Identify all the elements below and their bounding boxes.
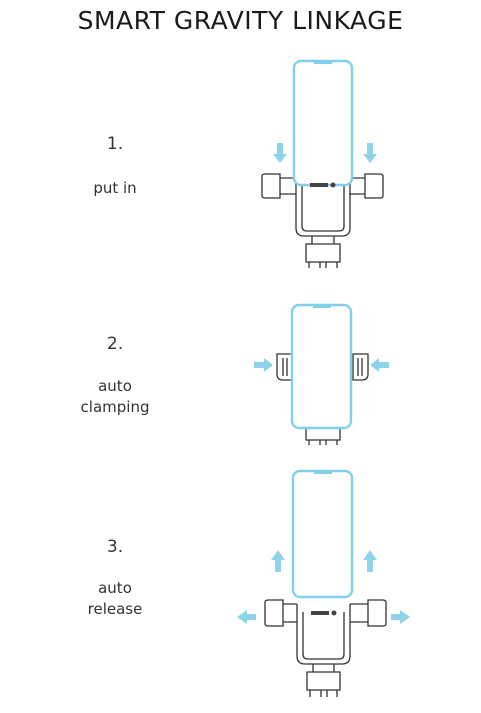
arrow-down-icon xyxy=(363,143,377,163)
step-3-text-line-2: release xyxy=(87,600,143,618)
arrow-left-icon xyxy=(237,610,256,624)
holder-step-1 xyxy=(261,173,384,268)
step-1-text: put in xyxy=(93,179,137,197)
step-2-illustration xyxy=(254,303,389,445)
phone-step-1 xyxy=(292,59,354,187)
holder-step-2 xyxy=(276,353,369,445)
arrow-left-icon xyxy=(370,358,389,372)
step-2-text-line-2: clamping xyxy=(80,398,150,416)
step-1-number: 1. xyxy=(106,134,124,154)
brand-logo-step-1 xyxy=(310,183,328,187)
brand-logo-step-3 xyxy=(311,611,329,615)
phone-step-2 xyxy=(290,303,353,430)
step-2-text-line-1: auto xyxy=(98,377,132,395)
arrow-down-icon xyxy=(273,143,287,163)
step-1-illustration xyxy=(261,59,384,268)
phone-step-3 xyxy=(291,469,354,599)
arrow-up-icon xyxy=(363,550,377,572)
step-3-number: 3. xyxy=(106,537,124,557)
arrow-up-icon xyxy=(271,550,285,572)
holder-step-3 xyxy=(264,599,387,697)
arrow-right-icon xyxy=(391,610,410,624)
page-title: SMART GRAVITY LINKAGE xyxy=(77,6,404,35)
step-3-text-line-1: auto xyxy=(98,579,132,597)
arrow-right-icon xyxy=(254,358,273,372)
step-3-illustration xyxy=(237,469,410,697)
step-2-number: 2. xyxy=(106,334,124,354)
